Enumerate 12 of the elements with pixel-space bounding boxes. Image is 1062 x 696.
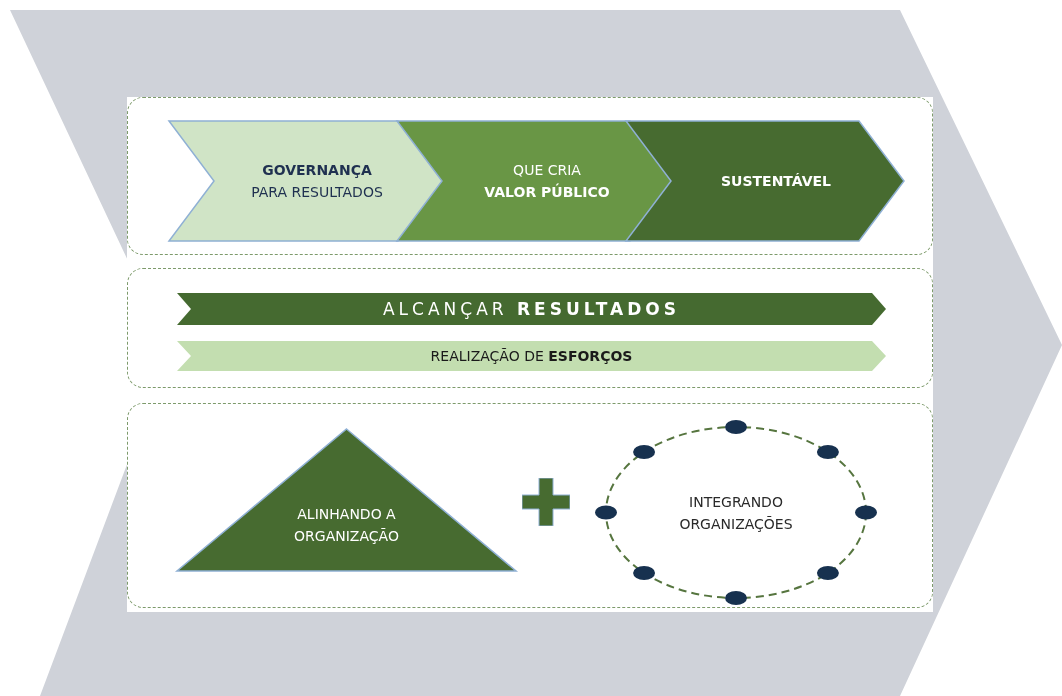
node-label: SUSTENTÁVEL — [721, 172, 831, 191]
node-label: GOVERNANÇA — [262, 161, 372, 180]
node-label: ALINHANDO A ORGANIZAÇÃO — [293, 505, 400, 546]
node-label: REALIZAÇÃO DE ESFORÇOS — [430, 347, 633, 366]
node-label: INTEGRANDO ORGANIZAÇÕES — [678, 492, 794, 534]
dashed-group-frame — [127, 97, 933, 255]
dashed-group-frame — [127, 268, 933, 388]
node-label: PARA RESULTADOS — [251, 183, 383, 202]
node-label: QUE CRIA — [513, 161, 581, 180]
node-label: VALOR PÚBLICO — [484, 182, 610, 202]
node-label: ALCANÇAR RESULTADOS — [382, 298, 681, 320]
dashed-group-frame — [127, 403, 933, 608]
